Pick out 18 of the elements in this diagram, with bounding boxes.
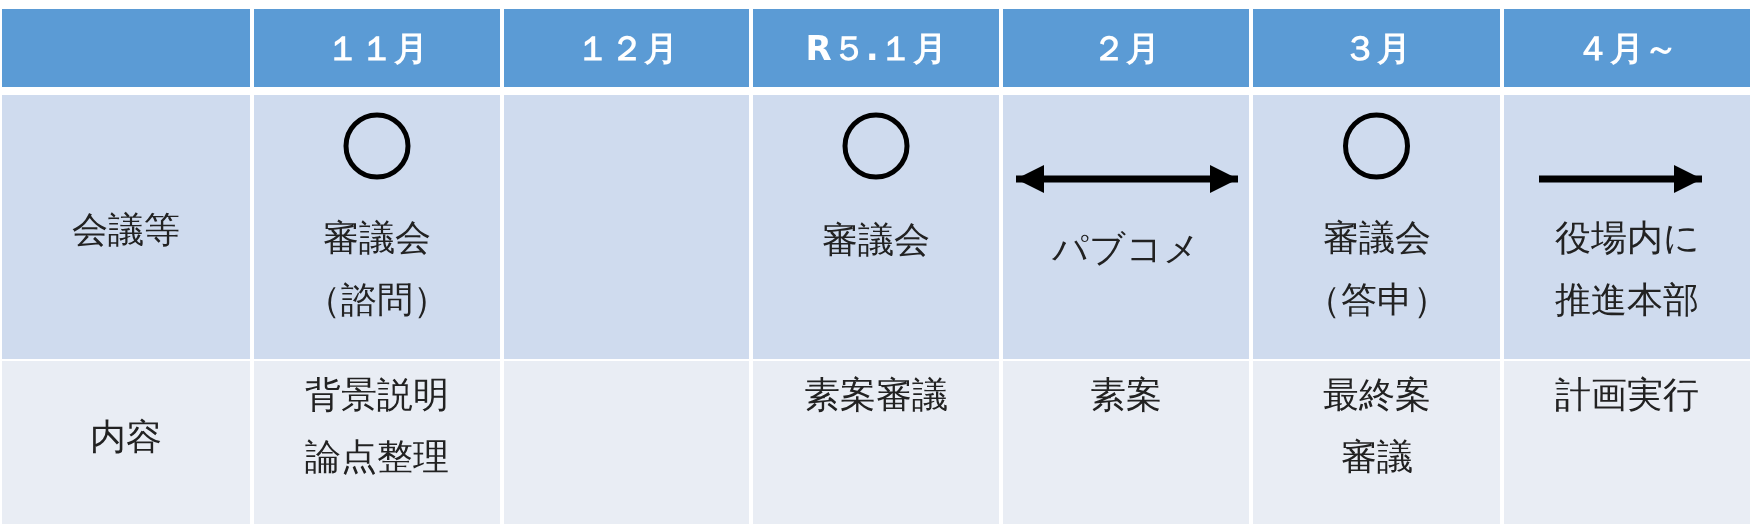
month-label: ３月: [1342, 28, 1411, 68]
month-label: R５.１月: [805, 28, 947, 68]
event-text: 審議会（諮問）: [304, 216, 450, 322]
event-text: 役場内に推進本部: [1553, 216, 1701, 322]
content-text: 素案審議: [803, 373, 949, 417]
event-text: 審議会（答申）: [1303, 216, 1450, 322]
content-text: 素案: [1089, 373, 1163, 417]
month-label: １１月: [326, 28, 428, 68]
event-text: 審議会: [821, 218, 931, 262]
row-label: 会議等: [71, 208, 181, 252]
event-text: パブコメ: [1051, 227, 1201, 271]
month-label: ２月: [1092, 28, 1160, 68]
row-label: 内容: [89, 415, 163, 459]
month-label: ４月～: [1576, 28, 1678, 68]
month-label: １２月: [575, 28, 678, 68]
content-text: 背景説明論点整理: [304, 373, 450, 479]
content-text: 最終案審議: [1321, 373, 1432, 479]
content-text: 計画実行: [1554, 373, 1700, 417]
